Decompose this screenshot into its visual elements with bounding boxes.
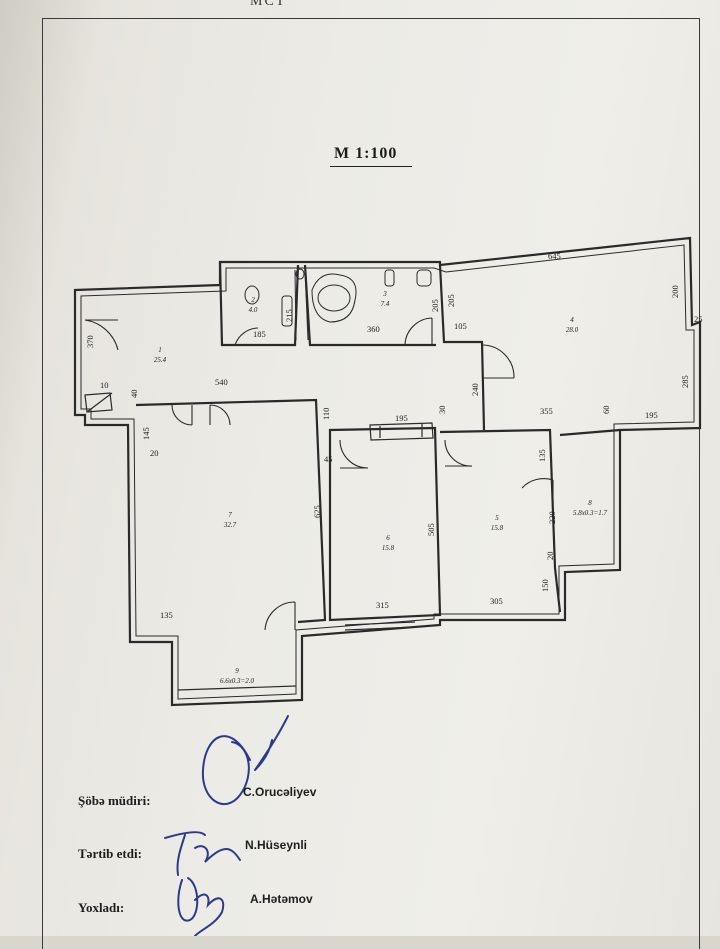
dim-label: 45: [324, 454, 333, 464]
toilet: [384, 269, 395, 287]
dim-label: 40: [129, 390, 139, 399]
signature-hatamov: [177, 877, 225, 936]
room-5-area: 15.8: [491, 524, 504, 532]
signer-name: A.Hətəmov: [250, 892, 313, 906]
dim-label: 20: [150, 448, 159, 458]
dim-label: 145: [141, 427, 151, 440]
dim-label: 60: [601, 406, 611, 415]
outer-wall-inner: [80, 244, 695, 700]
dim-label: 220: [547, 511, 557, 524]
scale-label: M 1:100: [334, 145, 398, 162]
room-7-wall: [135, 398, 327, 624]
dim-label: 370: [85, 335, 95, 348]
dim-label: 110: [321, 408, 331, 420]
dim-label: 25: [694, 314, 703, 324]
cabinet: [369, 422, 434, 441]
room-3-area: 7.4: [381, 300, 390, 308]
door-arc: [481, 344, 515, 379]
room-7-area: 32.7: [223, 521, 237, 529]
dim-label: 135: [537, 449, 547, 462]
role-label: Yoxladı:: [78, 900, 125, 915]
signer-name: C.Orucəliyev: [243, 785, 317, 799]
dim-label: 135: [160, 610, 173, 620]
door-arc: [234, 327, 259, 346]
dim-label: 20: [545, 552, 555, 561]
dim-label: 645: [548, 251, 561, 261]
toilet: [244, 285, 260, 305]
dim-label: 205: [430, 299, 440, 312]
room-9-area: 6.6x0.3=2.0: [220, 677, 255, 685]
room-8-area: 5.8x0.3=1.7: [573, 509, 608, 517]
room-1-area: 25.4: [154, 356, 167, 364]
header-scrap: МСТ: [250, 0, 287, 9]
room-2-area: 4.0: [249, 306, 258, 314]
room-6-area: 15.8: [382, 544, 395, 552]
dim-label: 315: [376, 600, 389, 610]
dim-label: 305: [490, 596, 503, 606]
dim-label: 30: [437, 406, 447, 415]
signature-huseynli: [164, 831, 241, 876]
jacuzzi: [311, 273, 357, 323]
sink: [295, 268, 305, 280]
door-arc: [404, 317, 433, 346]
dim-label: 240: [470, 383, 480, 396]
jacuzzi-inner: [317, 284, 351, 312]
window: [344, 621, 416, 631]
corridor-wall: [438, 264, 486, 431]
bathroom-wall: [303, 264, 436, 347]
room-3-number: 3: [382, 290, 387, 298]
scale-underline: [330, 166, 412, 167]
room-8-number: 8: [588, 499, 592, 507]
dim-label: 105: [454, 321, 467, 331]
room-6-wall: [328, 426, 442, 622]
dim-label: 205: [446, 294, 456, 307]
drawing-frame: [42, 18, 700, 949]
entrance-box: [84, 392, 113, 413]
outer-wall: [73, 236, 702, 707]
dim-label: 625: [312, 505, 322, 518]
role-label: Şöbə müdiri:: [78, 793, 151, 808]
room-5-number: 5: [495, 514, 499, 522]
door-arc: [171, 404, 193, 426]
room-1-number: 1: [158, 346, 162, 354]
door-arc: [521, 478, 554, 510]
room-7-number: 7: [228, 511, 232, 519]
sink: [416, 269, 432, 287]
door-arc: [209, 404, 231, 426]
sink: [281, 295, 293, 327]
balcony-9-wall: [177, 685, 297, 691]
dim-label: 285: [680, 375, 690, 388]
dim-label: 185: [253, 329, 266, 339]
room-6-number: 6: [386, 534, 390, 542]
dim-label: 195: [395, 413, 408, 423]
room-2-number: 2: [251, 296, 255, 304]
role-label: Tərtib etdi:: [78, 846, 142, 861]
signer-name: N.Hüseynli: [245, 838, 308, 852]
dim-label: 10: [100, 380, 109, 390]
door-arc: [84, 319, 119, 351]
dim-label: 195: [645, 410, 658, 420]
dim-label: 540: [215, 377, 228, 387]
door-arc: [339, 439, 369, 469]
room-9-number: 9: [235, 667, 239, 675]
room-8-wall: [559, 428, 621, 437]
dim-label: 355: [540, 406, 553, 416]
shower-wall: [294, 269, 309, 341]
bathroom-wall: [218, 261, 300, 347]
dim-label: 360: [367, 324, 380, 334]
door-arc: [444, 439, 473, 467]
dim-label: 505: [426, 523, 436, 536]
signature-orucaliyev: [201, 715, 289, 806]
room-4-number: 4: [570, 316, 574, 324]
dim-label: 150: [540, 579, 550, 592]
dim-label: 200: [670, 285, 680, 298]
room-4-area: 28.0: [566, 326, 579, 334]
dim-label: 215: [284, 309, 294, 322]
door-arc: [264, 601, 296, 631]
